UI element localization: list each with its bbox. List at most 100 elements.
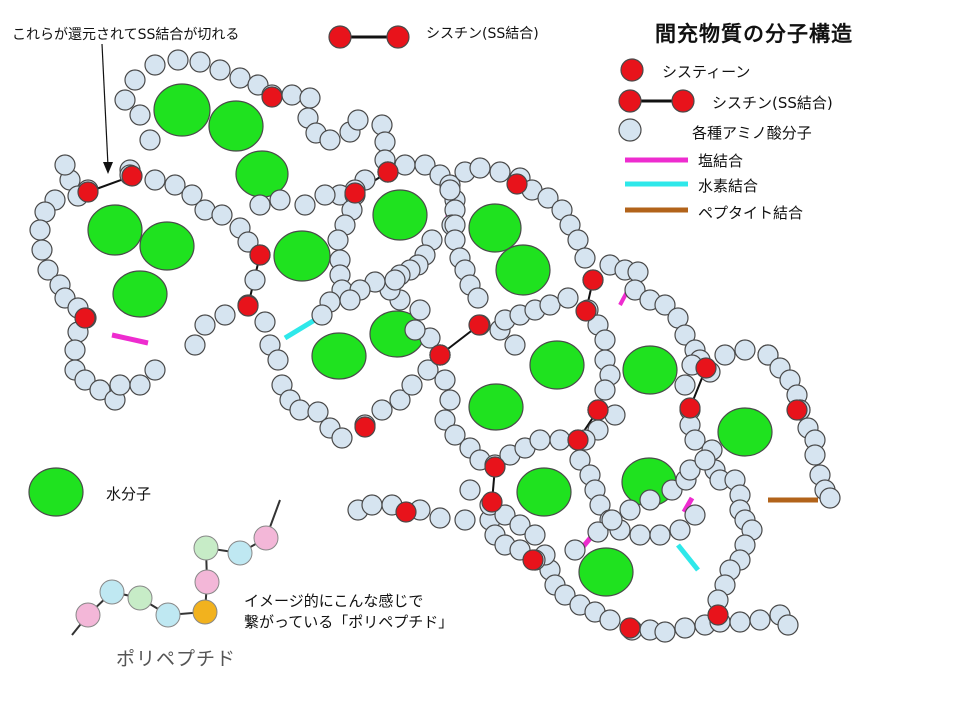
amino-acid-node — [714, 344, 736, 366]
legend — [328, 25, 695, 213]
cysteine-node — [429, 344, 451, 366]
amino-acid-node — [627, 261, 649, 283]
amino-acid-node — [129, 104, 151, 126]
water-molecule — [516, 467, 572, 517]
legend-cystine-node — [671, 89, 695, 113]
cysteine-node — [707, 604, 729, 626]
amino-acid-node — [144, 169, 166, 191]
cysteine-node — [484, 456, 506, 478]
amino-acid-node — [601, 509, 623, 531]
cysteine-node — [377, 161, 399, 183]
polypeptide-illustration — [71, 499, 281, 636]
water-molecule — [622, 345, 678, 395]
amino-acid-node — [29, 219, 51, 241]
cysteine-node — [582, 269, 604, 291]
amino-acid-node — [434, 369, 456, 391]
amino-acid-node — [757, 344, 779, 366]
salt-bond-line — [111, 332, 149, 346]
amino-acid-node — [589, 494, 611, 516]
amino-acid-node — [654, 621, 676, 643]
amino-acid-node — [347, 109, 369, 131]
water-molecule — [495, 244, 551, 296]
amino-acid-node — [389, 389, 411, 411]
amino-acid-node — [669, 519, 691, 541]
water-molecule — [112, 270, 168, 318]
amino-acid-node — [74, 369, 96, 391]
amino-acid-node — [537, 187, 559, 209]
cysteine-node — [786, 399, 808, 421]
legend-cystine-top-label: シスチン(SS結合) — [426, 26, 539, 42]
cysteine-node — [481, 491, 503, 513]
cysteine-node — [679, 397, 701, 419]
amino-acid-node — [339, 289, 361, 311]
amino-acid-node — [674, 374, 696, 396]
cysteine-node — [468, 314, 490, 336]
amino-acid-node — [189, 51, 211, 73]
annotation-arrow — [101, 43, 113, 174]
polypeptide-note: イメージ的にこんな感じで 繋がっている「ポリペプチド」 — [244, 592, 454, 631]
amino-acid-node — [539, 294, 561, 316]
amino-acid-node — [804, 444, 826, 466]
water-molecule — [273, 230, 331, 282]
amino-acid-node — [684, 504, 706, 526]
amino-acid-node — [139, 129, 161, 151]
amino-acid-node — [469, 157, 491, 179]
legend-cysteine-node — [620, 58, 644, 82]
amino-acid-node — [327, 229, 349, 251]
amino-acid-node — [574, 247, 596, 269]
water-molecule — [208, 100, 264, 152]
cysteine-node — [344, 182, 366, 204]
legend-hydrogen-bond-label: 水素結合 — [698, 177, 759, 195]
polypeptide-label: ポリペプチド — [116, 648, 237, 670]
amino-acid-node — [319, 129, 341, 151]
legend-amino-acid-label: 各種アミノ酸分子 — [692, 124, 812, 142]
amino-acid-node — [249, 194, 271, 216]
cysteine-node — [567, 429, 589, 451]
amino-acid-node — [674, 617, 696, 639]
amino-acid-node — [777, 614, 799, 636]
amino-acid-node — [504, 334, 526, 356]
amino-acid-node — [599, 609, 621, 631]
amino-acid-node — [144, 54, 166, 76]
amino-acid-node — [444, 229, 466, 251]
amino-acid-node — [567, 229, 589, 251]
amino-acid-node — [54, 154, 76, 176]
water-molecule — [529, 340, 585, 390]
amino-acid-node — [439, 179, 461, 201]
cysteine-node — [354, 416, 376, 438]
water-molecule — [372, 189, 428, 241]
water-label: 水分子 — [106, 485, 152, 503]
polypeptide-node — [227, 540, 253, 566]
water-layer — [28, 83, 773, 597]
amino-acid-node — [289, 399, 311, 421]
amino-acid-node — [281, 84, 303, 106]
amino-acid-node — [594, 379, 616, 401]
cysteine-node — [121, 165, 143, 187]
amino-acid-node — [164, 174, 186, 196]
polypeptide-node — [253, 525, 279, 551]
legend-amino-acid-node — [618, 118, 642, 142]
amino-acid-node — [489, 161, 511, 183]
amino-acid-node — [269, 189, 291, 211]
water-molecule — [717, 407, 773, 457]
amino-acid-node — [211, 204, 233, 226]
amino-acid-node — [229, 67, 251, 89]
amino-acid-node — [64, 339, 86, 361]
amino-acid-node — [244, 269, 266, 291]
hydrogen-bond-line — [676, 543, 700, 572]
amino-acid-node — [89, 379, 111, 401]
amino-acid-node — [374, 131, 396, 153]
amino-acid-node — [184, 334, 206, 356]
cysteine-node — [522, 549, 544, 571]
cysteine-node — [237, 295, 259, 317]
cysteine-node — [261, 86, 283, 108]
cysteine-node — [395, 501, 417, 523]
amino-acid-node — [749, 609, 771, 631]
amino-acid-node — [371, 399, 393, 421]
amino-acid-node — [639, 489, 661, 511]
reduction-note: これらが還元されてSS結合が切れる — [12, 27, 240, 43]
polypeptide-node — [127, 585, 153, 611]
amino-acid-node — [314, 184, 336, 206]
water-molecule — [578, 547, 634, 597]
